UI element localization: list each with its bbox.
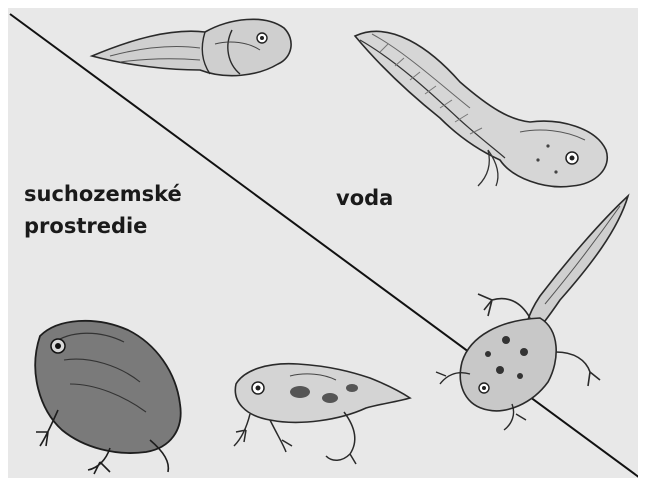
young-frog-illustration — [234, 364, 410, 464]
tadpole-with-legs-illustration — [436, 196, 628, 430]
tadpole-early-illustration — [92, 19, 291, 75]
land-habitat-label: suchozemské prostredie — [24, 178, 182, 242]
adult-frog-illustration — [35, 321, 180, 474]
land-label-line1: suchozemské — [24, 178, 182, 210]
water-habitat-label: voda — [336, 182, 393, 214]
land-label-line2: prostredie — [24, 210, 182, 242]
tadpole-large-illustration — [355, 31, 607, 186]
